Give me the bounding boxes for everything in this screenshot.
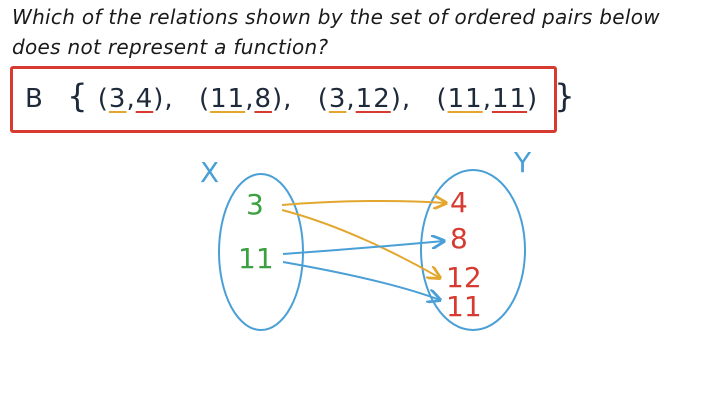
domain-value: 11: [238, 242, 274, 275]
pair-x: 3: [108, 84, 127, 114]
pair-x: 11: [447, 84, 483, 114]
answer-box: B { (3,4), (11,8), (3,12), (11,11)}: [10, 66, 575, 133]
question-text: Which of the relations shown by the set …: [12, 5, 660, 59]
answer-letter: B: [25, 84, 44, 114]
domain-value: 3: [246, 188, 264, 221]
ordered-pair: (11,8),: [198, 84, 293, 114]
domain-label: X: [200, 156, 219, 189]
arrow-3-to-12: [281, 209, 440, 278]
arrow-3-to-4: [281, 201, 446, 205]
ordered-pair: (3,12),: [317, 84, 412, 114]
pair-y: 8: [254, 84, 272, 114]
ordered-pair: (11,11): [436, 84, 539, 114]
arrow-11-to-11: [282, 261, 440, 300]
range-oval: [420, 169, 526, 331]
range-value: 11: [446, 290, 482, 323]
pair-y: 11: [491, 84, 528, 114]
pair-y: 4: [135, 84, 154, 114]
ordered-pair: (3,4),: [97, 84, 174, 114]
close-brace: }: [554, 77, 576, 115]
pair-x: 11: [210, 84, 246, 114]
open-brace: {: [67, 77, 89, 115]
range-label: Y: [513, 146, 532, 179]
arrow-11-to-8: [282, 241, 444, 255]
range-value: 4: [450, 186, 468, 219]
pair-x: 3: [328, 84, 347, 114]
answer-set: B { (3,4), (11,8), (3,12), (11,11)}: [25, 77, 575, 115]
range-value: 12: [446, 261, 482, 294]
range-value: 8: [450, 222, 468, 255]
pair-y: 12: [355, 84, 391, 114]
